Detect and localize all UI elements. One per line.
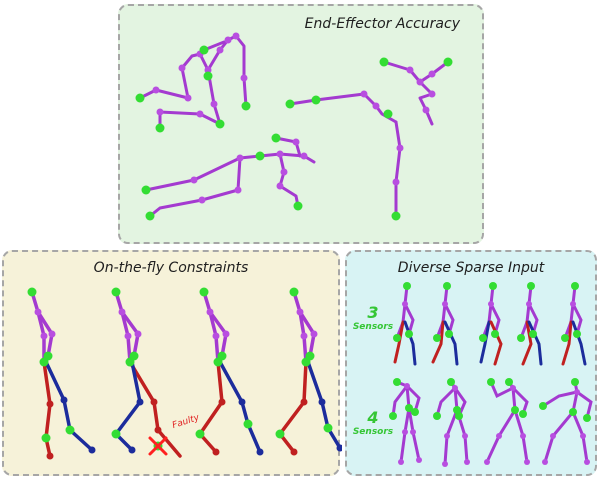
row-label-4-sensors: 4 Sensors: [349, 409, 397, 438]
constraint-figures: [27, 287, 342, 460]
end-effector-figures: [135, 32, 453, 221]
panel-title-sparse-input: Diverse Sparse Input: [397, 260, 545, 276]
diverse-sparse-input-panel: Diverse Sparse Input 3 Sensors 4 Sensors: [345, 250, 597, 476]
sensor-count: 4: [367, 408, 379, 427]
end-effector-accuracy-panel: End-Effector Accuracy: [118, 4, 484, 244]
row-label-3-sensors: 3 Sensors: [349, 304, 397, 333]
sensor-unit: Sensors: [352, 322, 394, 332]
faulty-x-icon: [148, 436, 168, 456]
sensor-count: 3: [367, 303, 379, 322]
sparse-input-figures: [389, 282, 593, 467]
sensor-unit: Sensors: [352, 427, 394, 437]
panel-title-constraints: On-the-fly Constraints: [93, 260, 249, 276]
on-the-fly-constraints-panel: On-the-fly Constraints: [2, 250, 342, 476]
panel-title-end-effector: End-Effector Accuracy: [304, 16, 460, 32]
